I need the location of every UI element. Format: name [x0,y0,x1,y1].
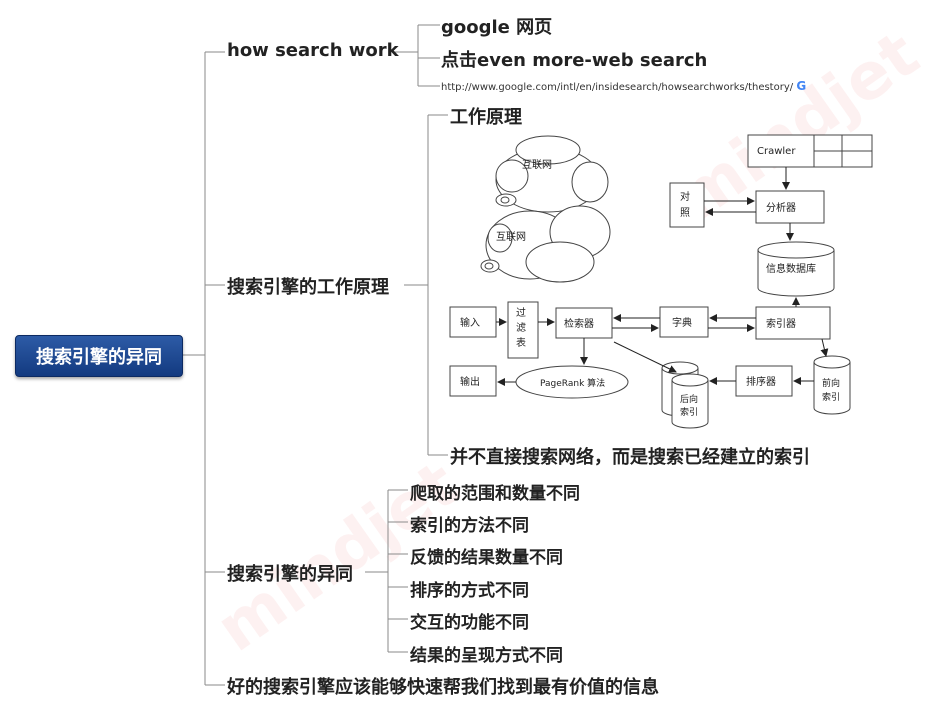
compare-label-1: 对 [680,190,690,203]
crawler-label: Crawler [757,146,796,157]
analyzer-label: 分析器 [766,201,796,214]
diff-item-5[interactable]: 交互的功能不同 [410,613,529,633]
compare-label-2: 照 [680,207,690,219]
infodb-label: 信息数据库 [766,262,816,275]
filter-label-2: 滤 [516,321,526,334]
diff-item-2[interactable]: 索引的方法不同 [410,516,529,536]
node-index-note[interactable]: 并不直接搜索网络，而是搜索已经建立的索引 [450,447,810,468]
branch-good[interactable]: 好的搜索引擎应该能够快速帮我们找到最有价值的信息 [227,677,659,698]
front-index-label-1: 前向 [822,377,840,389]
internet-cloud-1 [495,135,609,213]
diff-item-3[interactable]: 反馈的结果数量不同 [410,548,563,568]
diff-item-1[interactable]: 爬取的范围和数量不同 [410,484,580,504]
internet-label-2: 互联网 [496,231,526,243]
retriever-label: 检索器 [564,317,594,330]
dict-label: 字典 [672,316,692,329]
back-index-label-2: 索引 [680,406,698,418]
branch-diff[interactable]: 搜索引擎的异同 [227,564,353,585]
internet-cloud-2 [480,205,611,283]
filter-label-1: 过 [516,306,526,319]
back-index-label-1: 后向 [680,393,698,405]
front-index-label-2: 索引 [822,391,840,403]
node-work-principle[interactable]: 工作原理 [450,107,522,128]
node-even-more[interactable]: 点击even more-web search [441,50,708,71]
pagerank-label: PageRank 算法 [540,377,605,389]
search-engine-diagram: 互联网 互联网 Crawler 对 照 分析器 信息数据库 [449,134,873,429]
branch-principle[interactable]: 搜索引擎的工作原理 [227,277,389,298]
node-url-link[interactable]: http://www.google.com/intl/en/insidesear… [441,79,806,93]
diff-item-4[interactable]: 排序的方式不同 [410,581,529,601]
root-node[interactable]: 搜索引擎的异同 [15,335,183,377]
branch-how-search-work[interactable]: how search work [227,40,399,61]
internet-label-1: 互联网 [522,159,552,171]
sorter-label: 排序器 [746,375,776,388]
google-icon: G [796,79,807,93]
indexer-label: 索引器 [766,317,796,330]
output-label: 输出 [460,375,480,388]
node-google-web[interactable]: google 网页 [441,17,553,38]
filter-label-3: 表 [516,336,526,349]
url-text[interactable]: http://www.google.com/intl/en/insidesear… [441,82,794,93]
input-label: 输入 [460,316,480,329]
diff-item-6[interactable]: 结果的呈现方式不同 [410,646,563,666]
